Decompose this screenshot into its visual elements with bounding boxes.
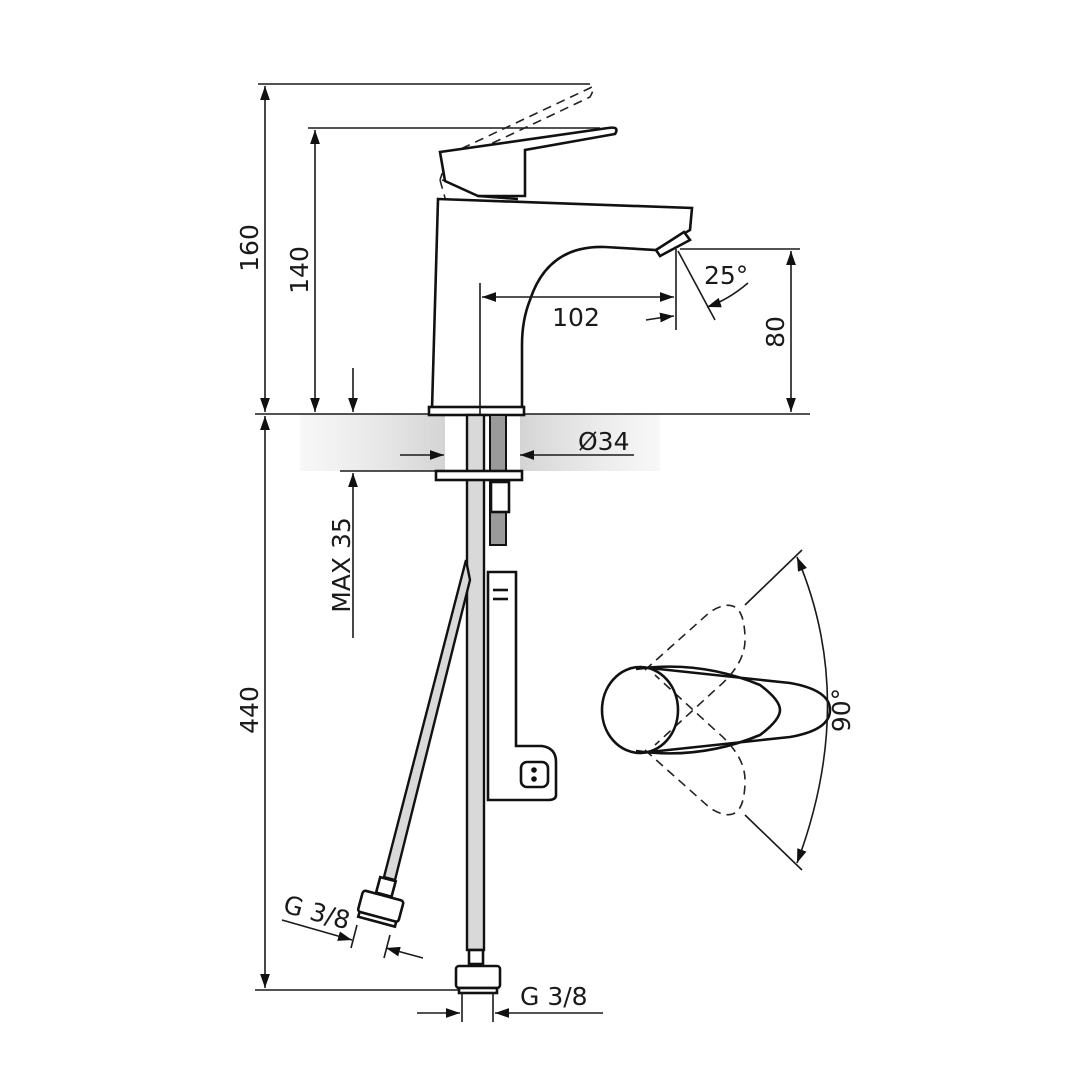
reference-lines: [255, 83, 810, 991]
label-total-height: 160: [235, 224, 264, 272]
label-max-thickness: MAX 35: [327, 517, 356, 613]
faucet-body: [427, 86, 694, 417]
label-hose-length: 440: [235, 686, 264, 734]
lever-top-view: [600, 549, 832, 871]
label-outlet-height: 80: [761, 316, 790, 348]
label-connection-left: G 3/8: [280, 890, 353, 935]
countertop-section: [300, 414, 660, 471]
label-spout-angle: 25°: [704, 261, 748, 290]
label-hole-diameter: Ø34: [578, 427, 630, 456]
dimension-lines: [260, 86, 796, 1022]
dimension-labels: 160 140 102 25° 80 Ø34 MAX 35 440 G 3/8 …: [235, 224, 856, 1011]
label-connection-right: G 3/8: [520, 982, 588, 1011]
label-spout-reach: 102: [552, 303, 600, 332]
mounting-hardware: [356, 413, 558, 995]
label-lever-rotation: 90°: [827, 688, 856, 732]
label-lever-height: 140: [285, 246, 314, 294]
